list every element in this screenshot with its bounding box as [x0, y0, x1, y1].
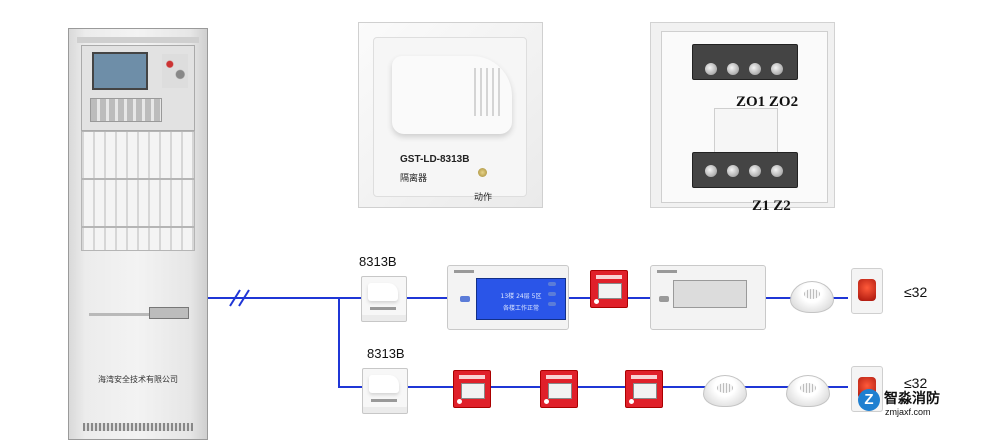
terminal-label-z: Z1 Z2	[752, 198, 791, 214]
panel-keypad	[90, 98, 162, 122]
manual-call-point	[590, 270, 628, 308]
bus-line-drop	[338, 297, 340, 387]
panel-button	[548, 282, 556, 286]
bus-line-branch	[338, 386, 848, 388]
isolator-model: GST-LD-8313B	[400, 154, 470, 165]
terminal-screw-icon	[704, 62, 718, 76]
display-line-1: 13楼 24层 5区	[500, 293, 542, 300]
terminal-screw-icon	[726, 62, 740, 76]
action-led-icon	[478, 168, 487, 177]
terminal-screw-icon	[748, 164, 762, 178]
fire-alarm-control-cabinet: 海湾安全技术有限公司	[68, 28, 208, 440]
power-unit-label	[89, 313, 149, 316]
floor-display-panel: 13楼 24层 5区 各楼工作正常	[447, 265, 569, 330]
isolator-name: 隔离器	[400, 174, 428, 184]
watermark-title: 智淼消防	[884, 391, 940, 407]
panel-knobs	[162, 54, 188, 88]
smoke-detector	[703, 375, 747, 407]
branch1-isolator-label: 8313B	[359, 254, 397, 269]
branch2-isolator-label: 8313B	[367, 346, 405, 361]
terminal-base-frame: ZO1 ZO2 Z1 Z2	[661, 31, 828, 214]
smoke-detector	[790, 281, 834, 313]
terminal-screw-icon	[770, 62, 784, 76]
branch1-device-count: ≤32	[904, 284, 928, 300]
watermark-logo-icon	[858, 389, 880, 411]
loop-card-bank	[81, 227, 195, 251]
loop-card-bank	[81, 131, 195, 179]
repeater-panel	[650, 265, 766, 330]
base-center-opening	[714, 108, 778, 154]
isolator-grille	[474, 68, 500, 116]
panel-button	[548, 292, 556, 296]
manual-call-point	[625, 370, 663, 408]
cabinet-vent	[83, 423, 193, 431]
panel-button	[460, 296, 470, 302]
panel-button	[548, 302, 556, 306]
terminal-base-photo: ZO1 ZO2 Z1 Z2	[650, 22, 835, 214]
isolator-action-label: 动作	[474, 193, 493, 203]
manual-call-point	[453, 370, 491, 408]
isolator-photo: GST-LD-8313B 隔离器 动作	[358, 22, 543, 208]
terminal-screw-icon	[748, 62, 762, 76]
terminal-label-zo: ZO1 ZO2	[736, 94, 799, 110]
panel-screen	[92, 52, 148, 90]
double-slash-icon	[229, 289, 250, 307]
branch2-isolator	[362, 368, 408, 414]
power-unit	[149, 307, 189, 319]
isolator-body: GST-LD-8313B 隔离器 动作	[373, 37, 527, 203]
repeater-lcd	[673, 280, 747, 308]
terminal-screw-icon	[704, 164, 718, 178]
sounder-strobe	[851, 268, 883, 314]
cabinet-top-band	[77, 37, 199, 43]
watermark-url: zmjaxf.com	[885, 407, 931, 417]
terminal-screw-icon	[770, 164, 784, 178]
branch1-isolator	[361, 276, 407, 322]
smoke-detector	[786, 375, 830, 407]
panel-button	[659, 296, 669, 302]
manual-call-point	[540, 370, 578, 408]
cabinet-company-name: 海湾安全技术有限公司	[98, 375, 178, 384]
branch2-device-count: ≤32	[904, 375, 928, 391]
control-panel	[81, 45, 195, 131]
display-line-2: 各楼工作正常	[502, 305, 539, 312]
loop-card-bank	[81, 179, 195, 227]
terminal-screw-icon	[726, 164, 740, 178]
